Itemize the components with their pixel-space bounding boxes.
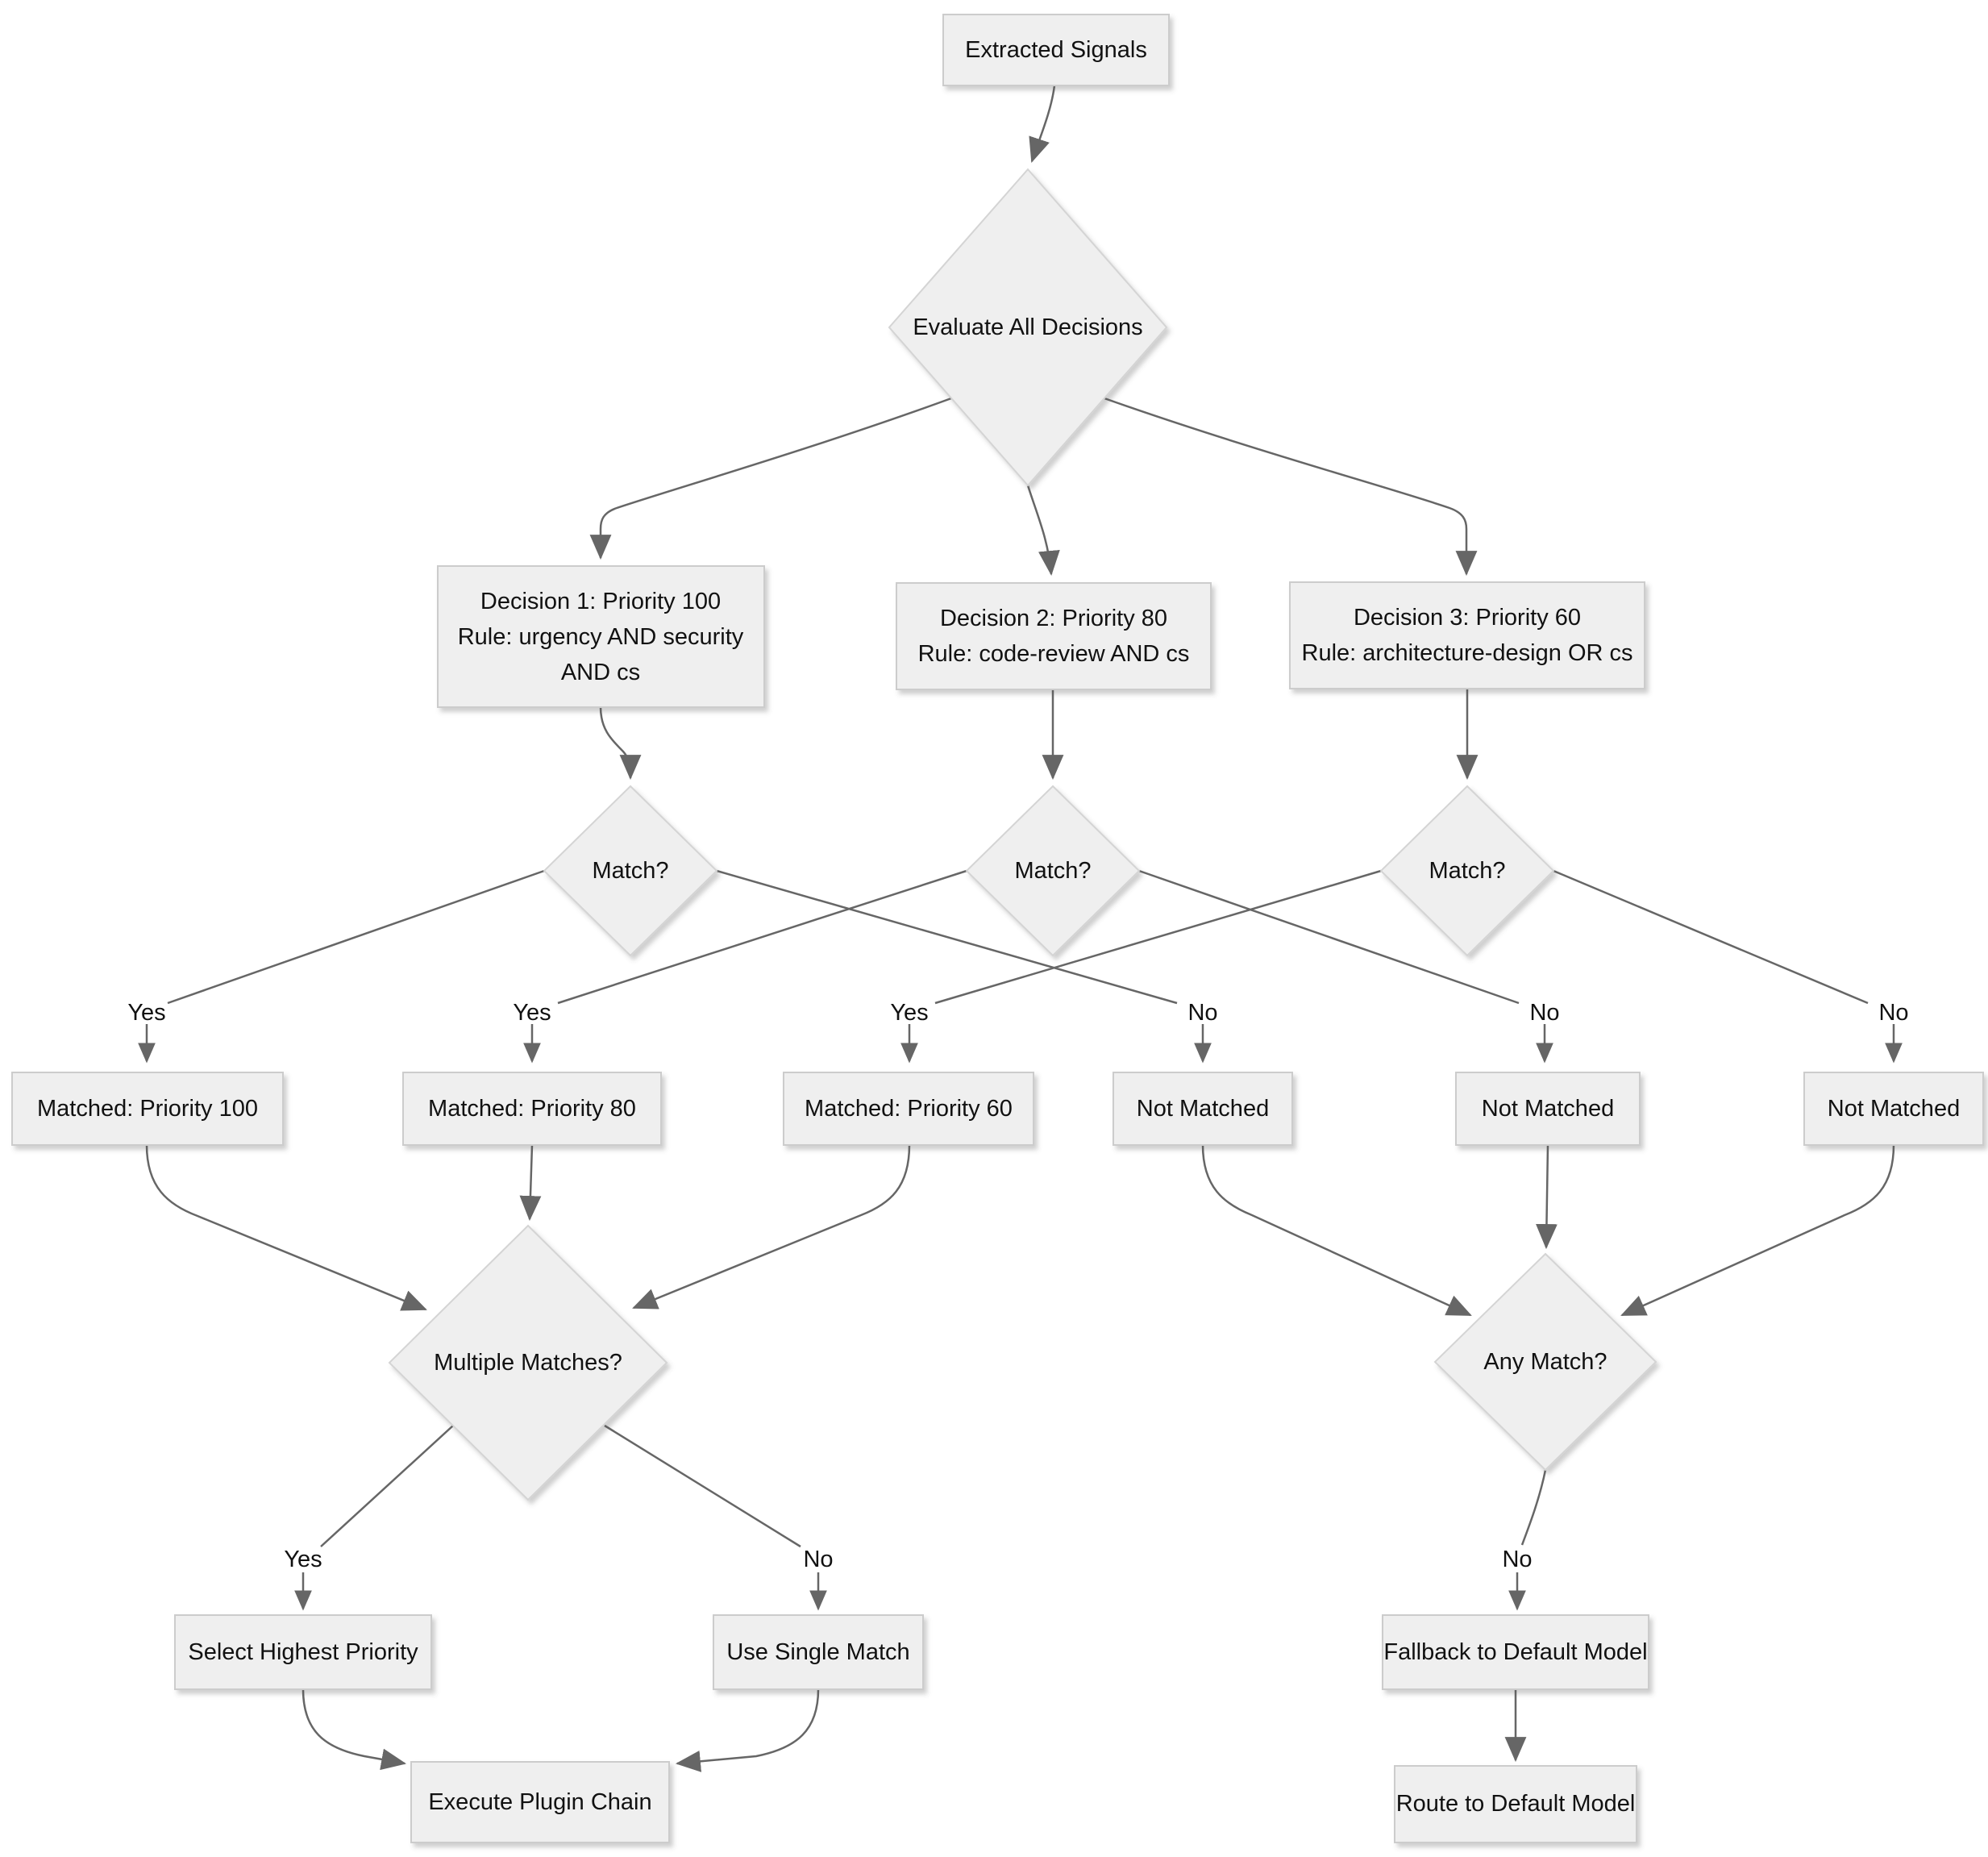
edge-match1-no-diagonal: [716, 869, 1178, 1005]
edge-matched80-to-multiple: [519, 1144, 542, 1222]
edge-label-any-no: No: [1502, 1547, 1532, 1572]
edge-label-match1-yes: Yes: [127, 1000, 165, 1026]
edge-multiple-yes-diagonal: [320, 1425, 454, 1547]
node-decision-3: Decision 3: Priority 60 Rule: architectu…: [1289, 581, 1645, 689]
svg-text:Decision 1: Priority 100: Decision 1: Priority 100: [480, 589, 721, 614]
svg-text:Match?: Match?: [1429, 858, 1505, 884]
svg-text:Rule: code-review AND cs: Rule: code-review AND cs: [918, 641, 1190, 667]
edge-label-match3-no: No: [1878, 1000, 1908, 1026]
edge-match1-yes-diagonal: [167, 869, 545, 1005]
svg-text:Not Matched: Not Matched: [1482, 1096, 1614, 1122]
svg-text:Rule: architecture-design OR c: Rule: architecture-design OR cs: [1302, 640, 1633, 666]
svg-text:Any Match?: Any Match?: [1483, 1349, 1607, 1375]
svg-text:Matched: Priority 100: Matched: Priority 100: [37, 1096, 258, 1122]
edge-evaluate-to-decision3: [1104, 397, 1478, 577]
edge-match2-yes-diagonal: [557, 869, 967, 1005]
edge-any-no-line: [1520, 1469, 1547, 1546]
edge-select-to-execute: [302, 1688, 407, 1771]
svg-text:Rule: urgency AND security: Rule: urgency AND security: [458, 624, 744, 650]
svg-text:Decision 3: Priority 60: Decision 3: Priority 60: [1354, 605, 1581, 631]
svg-text:Execute Plugin Chain: Execute Plugin Chain: [428, 1789, 651, 1815]
node-matched-priority-100: Matched: Priority 100: [11, 1072, 284, 1146]
node-not-matched-2: Not Matched: [1455, 1072, 1641, 1146]
node-use-single-match: Use Single Match: [713, 1614, 924, 1690]
edge-decision1-to-match1: [599, 706, 642, 781]
node-extracted-signals: Extracted Signals: [942, 14, 1170, 86]
svg-text:Matched: Priority 80: Matched: Priority 80: [428, 1096, 636, 1122]
node-decision-1: Decision 1: Priority 100 Rule: urgency A…: [437, 565, 765, 708]
edge-single-to-execute: [675, 1688, 820, 1772]
edge-label-match2-no: No: [1529, 1000, 1559, 1026]
edge-matched100-to-multiple: [145, 1144, 427, 1311]
svg-text:Not Matched: Not Matched: [1137, 1096, 1269, 1122]
node-evaluate-all-decisions: Evaluate All Decisions: [888, 168, 1168, 487]
svg-text:Evaluate All Decisions: Evaluate All Decisions: [913, 314, 1142, 340]
edges: [138, 85, 1903, 1772]
edge-multiple-no-diagonal: [604, 1424, 801, 1548]
svg-text:AND cs: AND cs: [561, 660, 640, 685]
nodes: Extracted Signals Evaluate All Decisions…: [11, 14, 1984, 1843]
svg-text:Not Matched: Not Matched: [1828, 1096, 1960, 1122]
edge-match3-yes-diagonal: [934, 869, 1382, 1005]
node-any-match: Any Match?: [1433, 1252, 1657, 1472]
node-matched-priority-80: Matched: Priority 80: [402, 1072, 662, 1146]
edge-notmatched1-to-any: [1201, 1144, 1472, 1317]
edge-label-multiple-yes: Yes: [284, 1547, 322, 1572]
edge-match2-no-diagonal: [1138, 869, 1520, 1005]
edge-notmatched2-to-any: [1536, 1144, 1558, 1250]
svg-text:Use Single Match: Use Single Match: [726, 1639, 909, 1665]
node-match-3: Match?: [1379, 785, 1555, 957]
node-match-1: Match?: [543, 785, 718, 957]
node-fallback-to-default-model: Fallback to Default Model: [1382, 1614, 1649, 1690]
node-not-matched-3: Not Matched: [1803, 1072, 1984, 1146]
edge-label-match1-no: No: [1187, 1000, 1217, 1026]
svg-text:Match?: Match?: [1014, 858, 1091, 884]
edge-label-match2-yes: Yes: [513, 1000, 551, 1026]
edge-evaluate-to-decision2: [1026, 485, 1060, 577]
node-decision-2: Decision 2: Priority 80 Rule: code-revie…: [896, 582, 1212, 690]
svg-text:Route to Default Model: Route to Default Model: [1396, 1791, 1636, 1817]
svg-text:Decision 2: Priority 80: Decision 2: Priority 80: [940, 606, 1167, 631]
svg-text:Multiple Matches?: Multiple Matches?: [434, 1350, 622, 1376]
svg-text:Fallback to Default Model: Fallback to Default Model: [1383, 1639, 1647, 1665]
edge-notmatched3-to-any: [1620, 1144, 1895, 1317]
node-route-to-default-model: Route to Default Model: [1394, 1765, 1637, 1843]
edge-match3-no-diagonal: [1553, 869, 1869, 1005]
node-multiple-matches: Multiple Matches?: [388, 1224, 668, 1501]
edge-evaluate-to-decision1: [589, 397, 952, 560]
edge-label-multiple-no: No: [803, 1547, 833, 1572]
svg-text:Matched: Priority 60: Matched: Priority 60: [805, 1096, 1013, 1122]
node-select-highest-priority: Select Highest Priority: [174, 1614, 432, 1690]
edge-label-match3-yes: Yes: [890, 1000, 928, 1026]
svg-text:Extracted Signals: Extracted Signals: [965, 37, 1147, 63]
node-match-2: Match?: [965, 785, 1141, 957]
edge-labels: Yes Yes Yes No No No Yes No No: [127, 1000, 1908, 1572]
node-execute-plugin-chain: Execute Plugin Chain: [410, 1761, 670, 1843]
node-matched-priority-60: Matched: Priority 60: [783, 1072, 1034, 1146]
edge-matched60-to-multiple: [632, 1144, 911, 1309]
node-not-matched-1: Not Matched: [1113, 1072, 1293, 1146]
svg-text:Match?: Match?: [592, 858, 668, 884]
edge-extracted-to-evaluate: [1029, 85, 1056, 163]
svg-text:Select Highest Priority: Select Highest Priority: [188, 1639, 418, 1665]
